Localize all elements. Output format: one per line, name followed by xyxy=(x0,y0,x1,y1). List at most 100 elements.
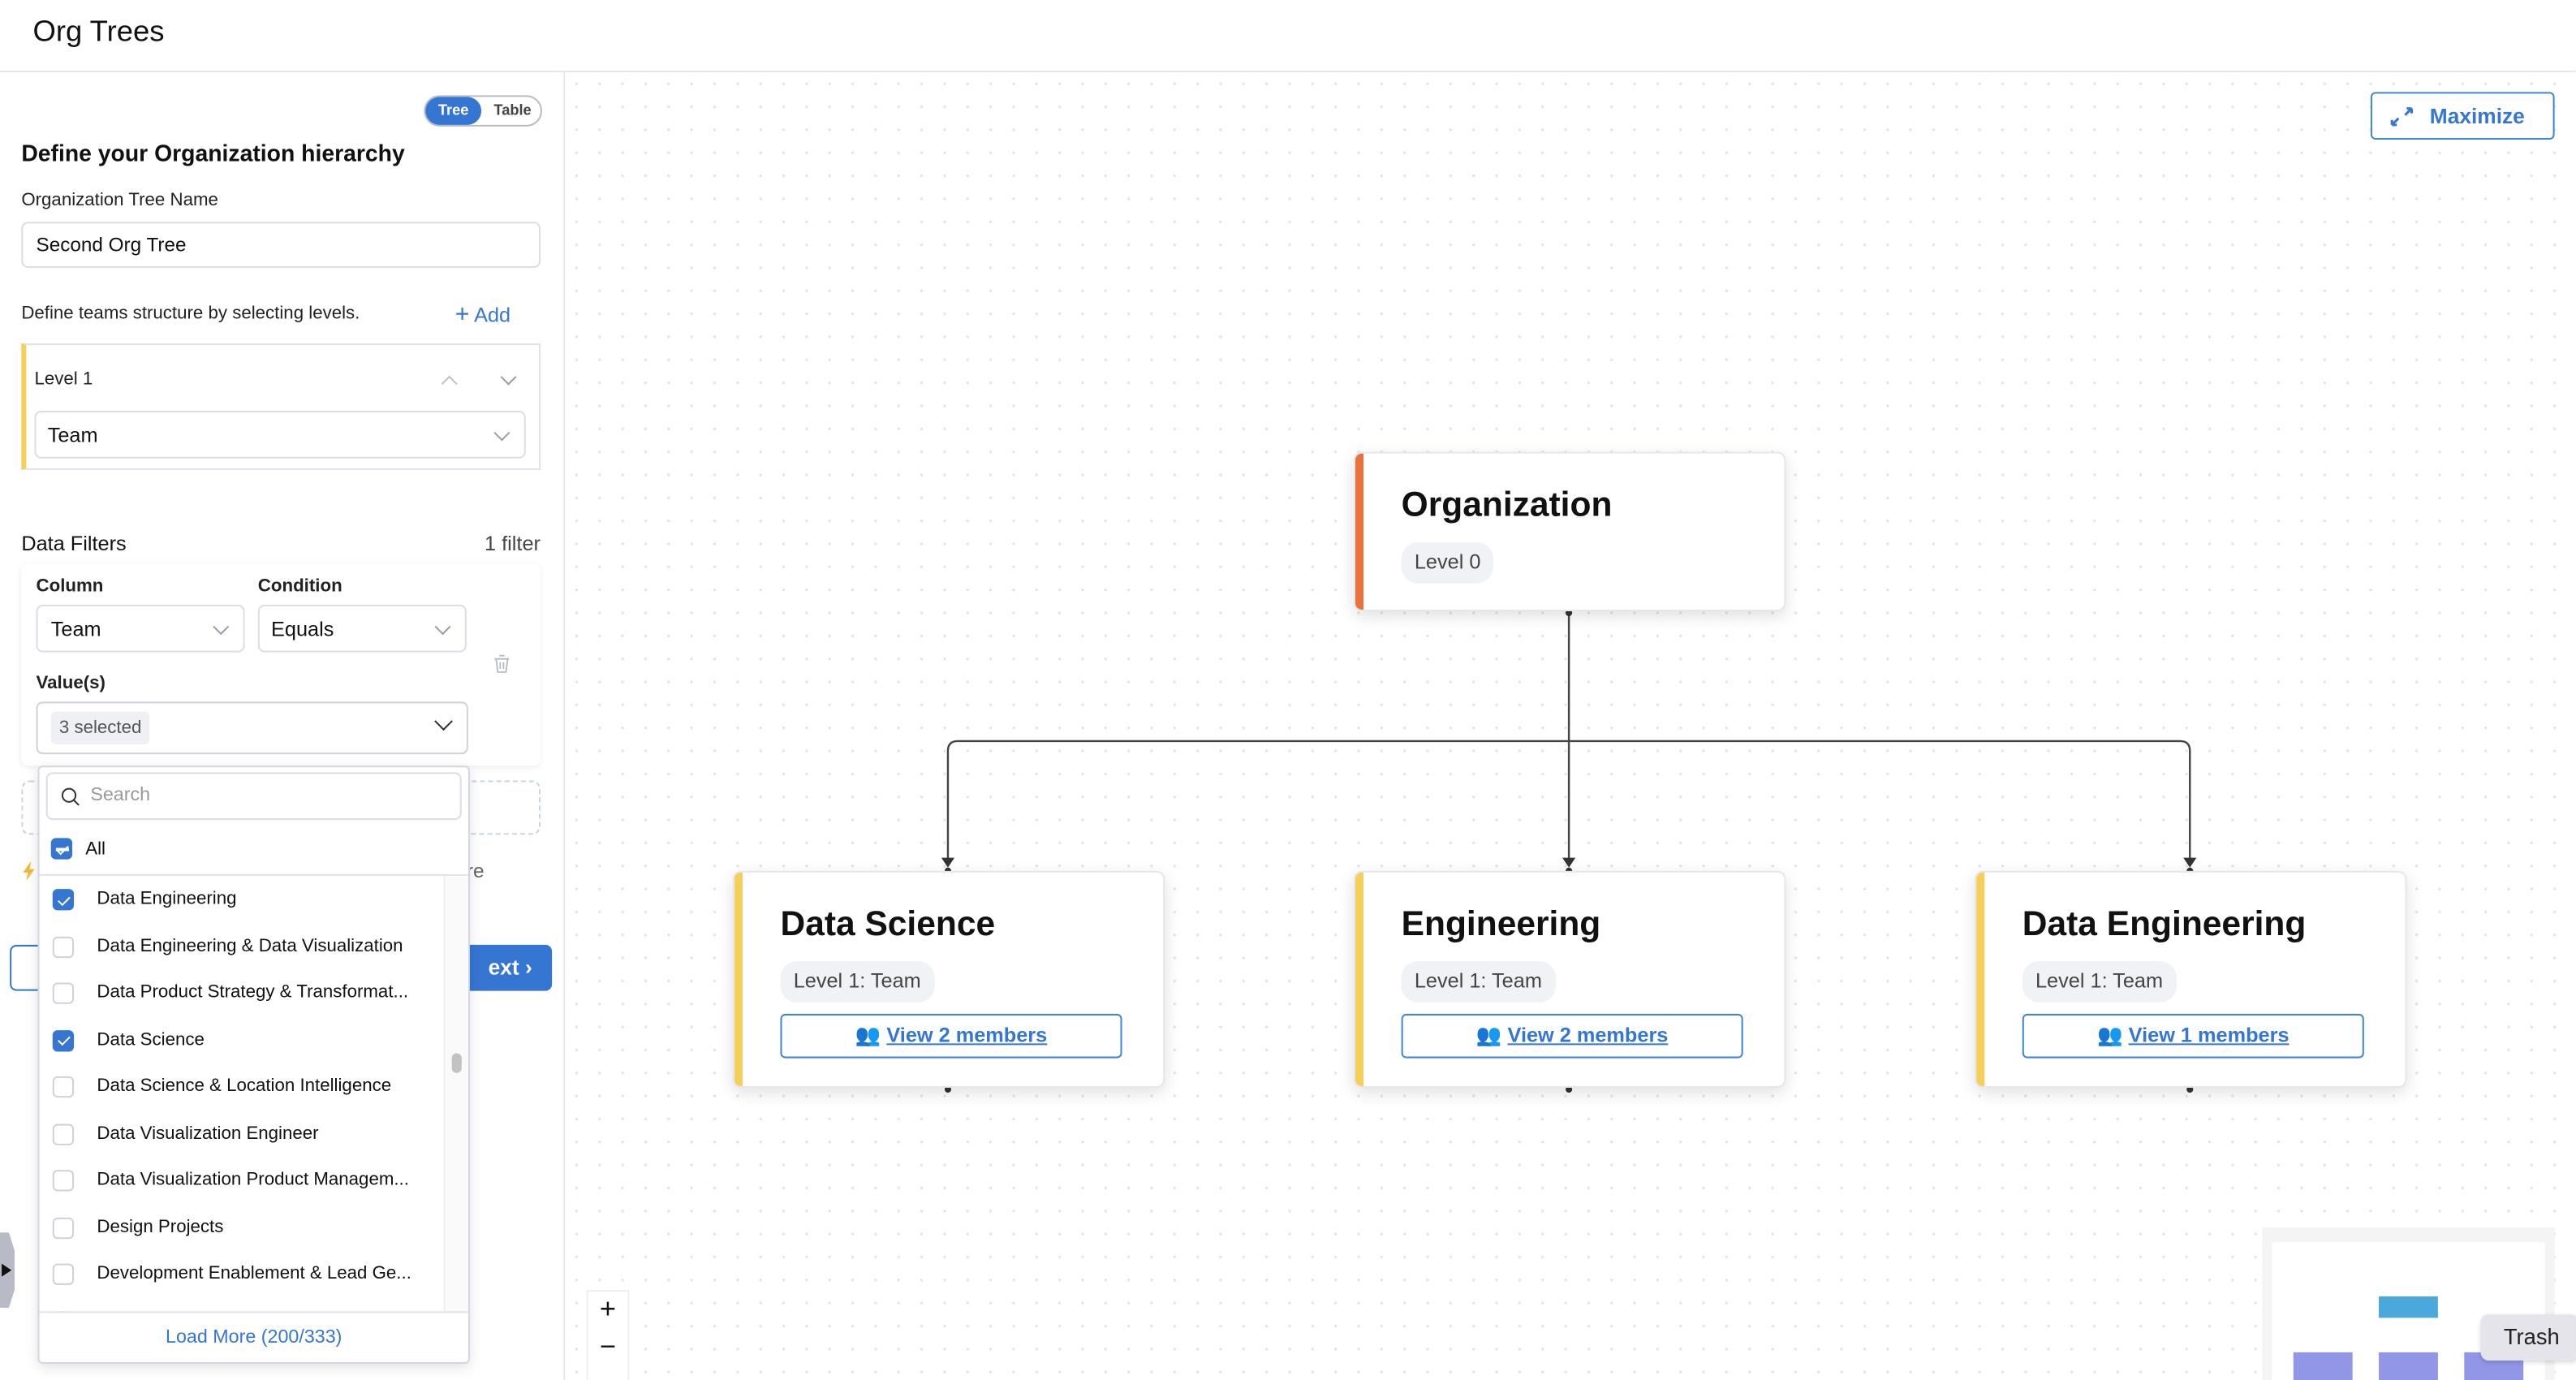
node-title: Data Engineering xyxy=(2022,905,2307,943)
tab-tree[interactable]: Tree xyxy=(425,97,482,125)
view-members-button[interactable]: 👥 View 2 members xyxy=(1401,1013,1743,1059)
view-toggle: Tree Table xyxy=(424,95,542,127)
search-placeholder: Search xyxy=(90,785,151,805)
levels-hint: Define teams structure by selecting leve… xyxy=(21,304,360,324)
option-label: Data Engineering xyxy=(97,889,237,909)
side-panel-handle[interactable] xyxy=(0,1232,15,1309)
maximize-button[interactable]: Maximize xyxy=(2370,92,2555,140)
view-members-button[interactable]: 👥 View 1 members xyxy=(2022,1013,2364,1059)
level-color-bar xyxy=(1355,872,1364,1086)
option-checkbox[interactable] xyxy=(52,1123,75,1145)
option-checkbox[interactable] xyxy=(52,1263,75,1285)
view-members-label: View 2 members xyxy=(886,1024,1048,1047)
option-checkbox[interactable] xyxy=(52,889,75,911)
view-members-button[interactable]: 👥 View 2 members xyxy=(780,1013,1122,1059)
trash-tooltip: Trash xyxy=(2480,1314,2576,1361)
level-color-bar xyxy=(734,872,743,1086)
play-arrow-icon xyxy=(2,1263,12,1277)
plus-icon: + xyxy=(454,300,470,329)
option-label: Data Visualization Engineer xyxy=(97,1123,319,1143)
zoom-out-button[interactable]: − xyxy=(599,1330,617,1363)
selected-count-chip: 3 selected xyxy=(50,711,150,744)
level-chip: Level 1: Team xyxy=(2022,961,2177,1003)
page-title: Org Trees xyxy=(32,15,165,48)
option-checkbox[interactable] xyxy=(52,1029,75,1051)
handle-dot xyxy=(2186,1085,2194,1093)
option-label: Data Visualization Product Managem... xyxy=(97,1170,409,1190)
add-label: Add xyxy=(474,304,511,327)
option-item[interactable]: Data Visualization Engineer xyxy=(40,1111,444,1158)
level-1-block: Level 1 Team xyxy=(21,343,541,470)
trash-icon[interactable] xyxy=(493,654,510,674)
option-item[interactable]: Data Science & Location Intelligence xyxy=(40,1065,444,1111)
values-select[interactable]: 3 selected xyxy=(36,701,468,755)
chevron-down-icon xyxy=(493,425,510,442)
filter-card: Column Condition Team Equals Value(s) 3 … xyxy=(21,563,541,766)
filter-count: 1 filter xyxy=(485,532,541,556)
node-root[interactable]: Organization Level 0 xyxy=(1353,451,1786,612)
load-more-button[interactable]: Load More (200/333) xyxy=(39,1311,468,1362)
add-level-button[interactable]: + Add xyxy=(455,300,510,328)
select-all-row[interactable]: All xyxy=(39,826,468,876)
level-select[interactable]: Team xyxy=(34,411,526,459)
option-checkbox[interactable] xyxy=(52,982,75,1004)
condition-select[interactable]: Equals xyxy=(257,604,467,653)
option-item-partial[interactable] xyxy=(40,1299,444,1312)
tab-table[interactable]: Table xyxy=(493,101,532,119)
option-item[interactable]: Data Engineering & Data Visualization xyxy=(40,925,444,971)
option-item[interactable]: Data Product Strategy & Transformat... xyxy=(40,971,444,1017)
column-value: Team xyxy=(50,618,101,641)
members-icon: 👥 xyxy=(2097,1024,2123,1047)
tree-name-input[interactable]: Second Org Tree xyxy=(21,222,541,268)
arrow-icon xyxy=(2183,857,2197,868)
option-item[interactable]: Design Projects xyxy=(40,1205,444,1252)
option-item[interactable]: Data Engineering xyxy=(40,878,444,924)
node-title: Organization xyxy=(1401,486,1613,524)
option-item[interactable]: Data Science xyxy=(40,1018,444,1064)
left-panel: Tree Table Define your Organization hier… xyxy=(0,72,566,1380)
arrow-icon xyxy=(1562,857,1576,868)
option-checkbox[interactable] xyxy=(52,935,75,958)
handle-dot xyxy=(1566,1085,1573,1093)
org-tree-canvas[interactable]: Maximize Organization Level 0 Data Scien… xyxy=(565,72,2576,1380)
search-icon xyxy=(61,787,80,806)
option-checkbox[interactable] xyxy=(52,1076,75,1098)
node-title: Engineering xyxy=(1401,905,1601,943)
option-item[interactable]: Data Visualization Product Managem... xyxy=(40,1158,444,1205)
scrollbar[interactable] xyxy=(443,875,468,1312)
node-title: Data Science xyxy=(780,905,996,943)
values-label: Value(s) xyxy=(36,673,106,694)
move-up-icon[interactable] xyxy=(441,375,458,392)
option-item[interactable]: Development Enablement & Lead Ge... xyxy=(40,1252,444,1298)
level-color-bar xyxy=(1976,872,1985,1086)
zoom-controls: + − xyxy=(586,1289,630,1380)
option-checkbox[interactable] xyxy=(52,1216,75,1239)
column-label: Column xyxy=(36,576,104,597)
arrow-icon xyxy=(941,857,955,868)
dropdown-search-input[interactable]: Search xyxy=(45,772,462,821)
level-chip: Level 1: Team xyxy=(1401,961,1556,1003)
lightning-icon xyxy=(23,860,35,881)
minus-icon xyxy=(55,847,70,852)
option-checkbox[interactable] xyxy=(52,1170,75,1192)
chevron-down-icon xyxy=(434,619,451,636)
option-label: Data Science xyxy=(97,1029,205,1050)
chevron-right-icon: › xyxy=(525,955,532,980)
maximize-label: Maximize xyxy=(2429,103,2525,128)
connectors xyxy=(941,609,2197,1093)
option-label: Data Science & Location Intelligence xyxy=(97,1076,392,1097)
scrollbar-thumb[interactable] xyxy=(451,1053,462,1073)
move-down-icon[interactable] xyxy=(500,369,517,386)
connector-right xyxy=(1569,740,2191,861)
view-members-label: View 2 members xyxy=(1507,1024,1669,1047)
chevron-down-icon xyxy=(213,619,230,636)
zoom-in-button[interactable]: + xyxy=(599,1293,617,1325)
column-select[interactable]: Team xyxy=(36,604,245,653)
minimap-child-node xyxy=(2379,1352,2438,1380)
